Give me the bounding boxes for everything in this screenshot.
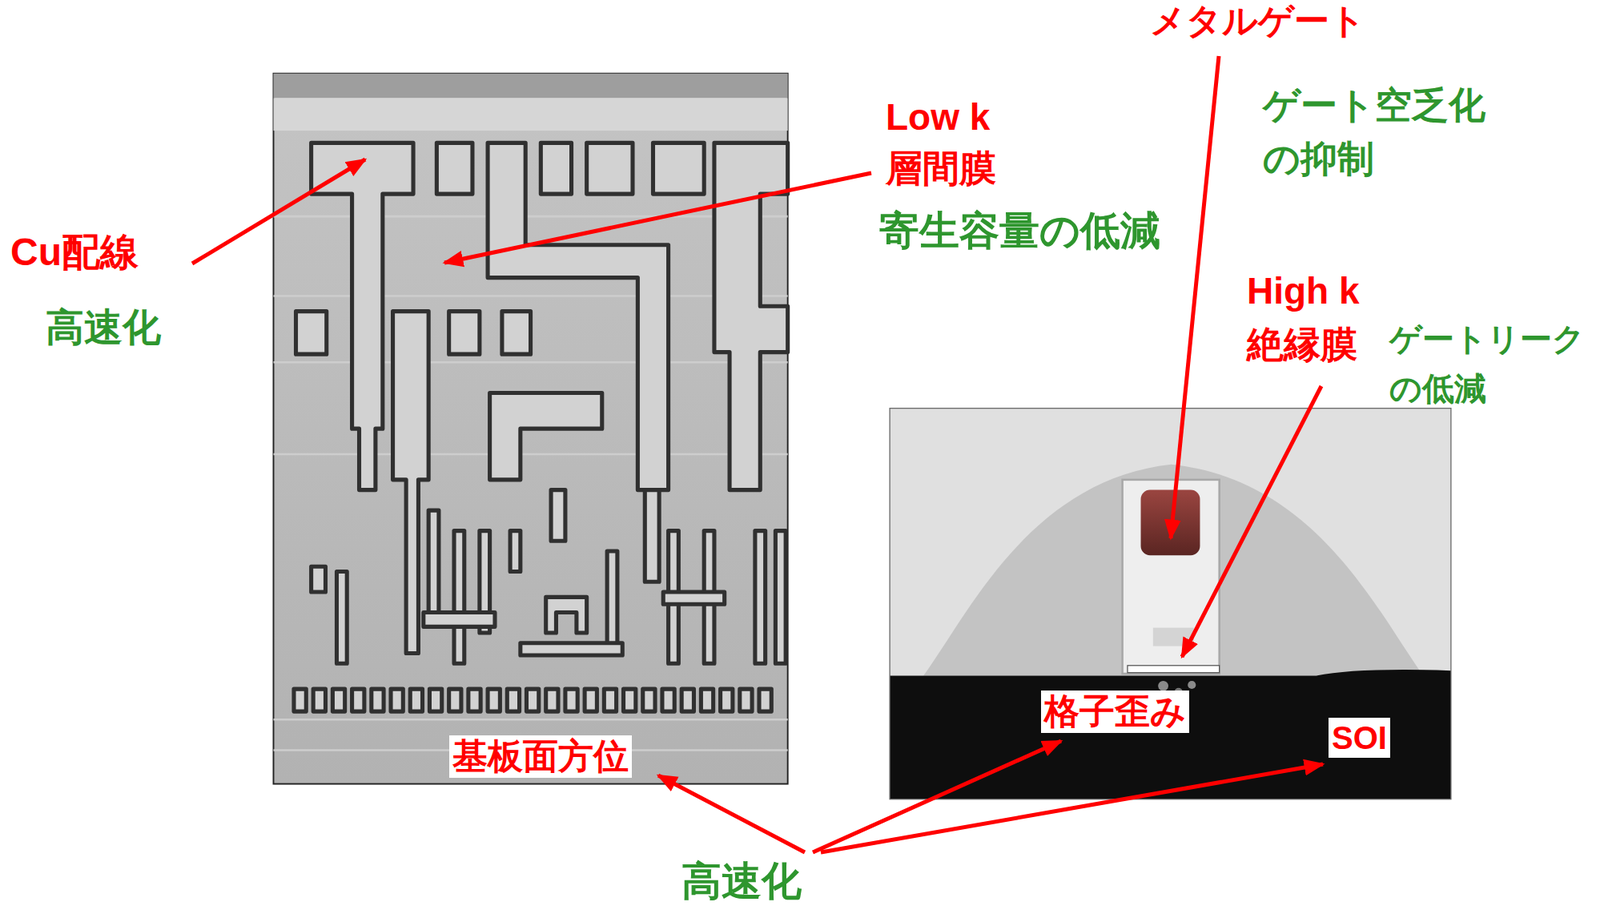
sem-photo-part-part [332,688,345,712]
sem-photo [273,73,788,784]
sem-photo-part-part [313,688,326,712]
sem-photo-part-part [603,688,616,712]
sem-photo-part-part [273,718,788,721]
sem-photo-part-part [371,688,384,712]
sem-photo-part-part [449,688,462,712]
sem-photo-part [273,73,788,99]
sem-photo-part-part [487,142,669,490]
part-label: メタルゲート [1149,0,1366,43]
sem-photo-part-part [700,688,713,712]
sem-photo-part-part [550,490,566,542]
sem-photo-part-part [429,688,442,712]
tem-photo-part [1127,665,1220,673]
effect-note: 高速化 [45,304,161,351]
sem-photo-part-part [520,643,623,656]
sem-photo-part-part [390,688,403,712]
sem-photo-part-part [652,142,704,194]
leader-arrows-part [444,172,872,263]
sem-photo-part-part [526,688,539,712]
tem-photo-part [1157,680,1169,692]
sem-photo-part-part [502,311,531,355]
sem-photo-part-part [759,688,772,712]
leader-arrows-part [1181,385,1322,657]
sem-photo-part-part [311,566,326,592]
leader-arrows-part [658,775,805,853]
sem-photo-part-part [546,596,587,633]
sem-photo-part-part [428,510,439,612]
effect-note: 高速化 [681,856,802,905]
sem-photo-part-part [663,591,724,604]
sem-photo-part-part [490,393,603,480]
sem-photo-part-part [510,530,521,572]
sem-photo-part-part [607,550,618,653]
tem-photo-part [1187,680,1196,689]
effect-note: 寄生容量の低減 [879,206,1161,255]
sem-photo-part-part [755,530,766,664]
tem-photo-part [889,408,1452,800]
sem-photo-part-part [662,688,675,712]
sem-photo-part [273,73,788,784]
sem-photo-part-part [423,612,495,628]
tem-photo-part [889,408,1452,676]
sem-photo-part-part [714,142,788,490]
sem-photo-part-part [565,688,578,712]
sem-photo-part-part [487,688,500,712]
leader-arrows-part [192,159,366,264]
sem-photo-part-part [775,530,786,664]
sem-photo-part-part [720,688,733,712]
sem-photo-part-part [681,688,694,712]
sem-photo-part-part [468,688,481,712]
part-label: 格子歪み [1041,690,1190,733]
sem-photo-part-part [273,453,788,456]
effect-note: ゲート空乏化 の抑制 [1262,78,1504,185]
sem-photo-part-part [436,142,473,194]
leader-arrows [192,56,1323,853]
sem-photo-part [293,142,788,712]
sem-photo-part-part [293,688,306,712]
leader-arrows-part [820,763,1323,853]
part-label: Cu配線 [10,229,139,276]
sem-photo-part-part [296,311,327,355]
tem-photo-part [1122,479,1220,674]
tem-photo [889,408,1452,800]
part-label: 基板面方位 [449,735,632,778]
sem-photo-part-part [336,571,347,664]
effect-note: ゲートリーク の低減 [1389,313,1590,414]
sem-photo-part-part [739,688,752,712]
sem-photo-part-part [586,142,633,194]
part-label: SOI [1328,717,1391,758]
sem-photo-part-part [643,688,656,712]
leader-arrows-part [1170,56,1219,539]
sem-photo-part-part [623,688,636,712]
sem-photo-part-part [410,688,423,712]
sem-photo-part-part [393,311,430,654]
sem-photo-part-part [546,688,559,712]
leader-arrows-part [812,740,1062,853]
illustration-part [273,73,1451,800]
sem-photo-part [273,97,788,131]
part-label: Low k 層間膜 [885,91,1022,195]
sem-photo-part-part [540,142,571,194]
sem-photo-part-part [449,311,480,355]
sem-photo-part-part [352,688,365,712]
sem-photo-part-part [454,530,465,664]
part-label: High k 絶縁膜 [1246,264,1383,371]
sem-photo-part-part [644,490,660,583]
sem-photo-part-part [506,688,519,712]
sem-photo-part-part [584,688,597,712]
